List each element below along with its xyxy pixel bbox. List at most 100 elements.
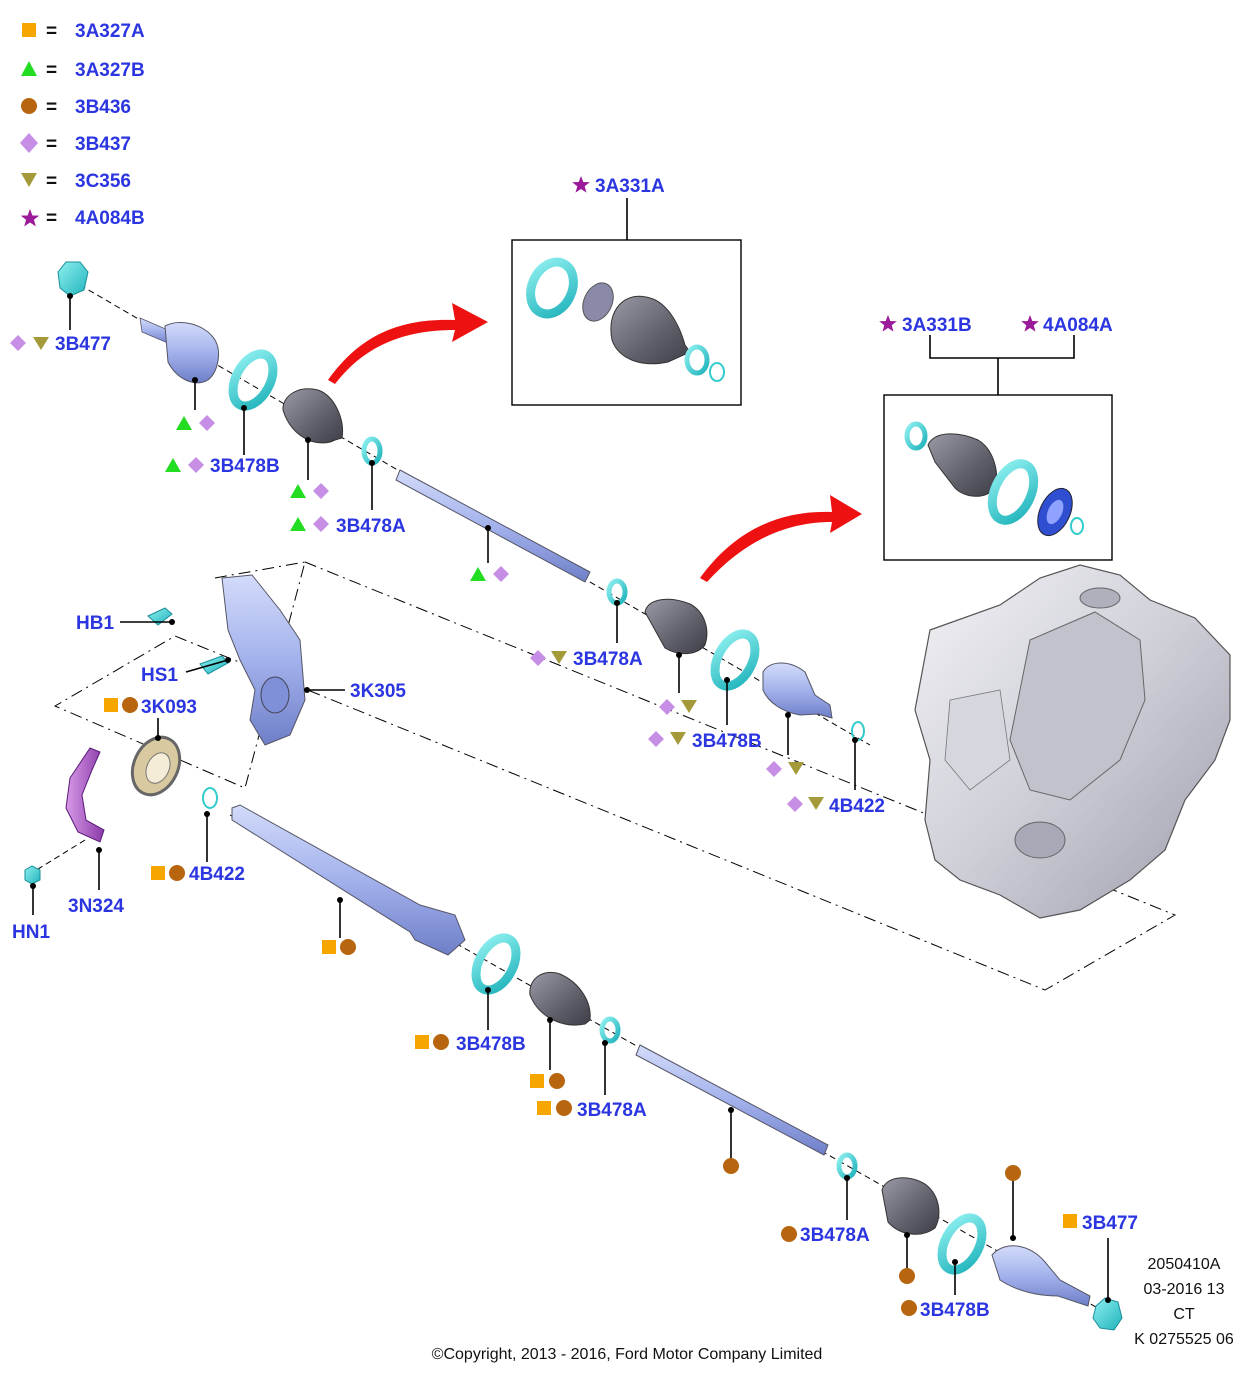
copyright-notice: ©Copyright, 2013 - 2016, Ford Motor Comp… xyxy=(432,1346,823,1363)
callout-3b478a-1: 3B478A xyxy=(336,516,406,537)
circle-icon xyxy=(899,1268,915,1284)
callout-3b478b-1: 3B478B xyxy=(210,456,280,477)
cv-boot-1 xyxy=(282,388,344,444)
drawing-number: 2050410A xyxy=(1148,1256,1221,1273)
legend-eq: = xyxy=(46,208,57,229)
drawing-reference: K 0275525 06 xyxy=(1134,1331,1234,1348)
diamond-icon xyxy=(313,516,329,532)
callout-3a331b: 3A331B xyxy=(902,315,972,336)
legend-star-icon xyxy=(20,209,40,227)
boot-clamp-1 xyxy=(361,436,383,466)
legend-circle-icon xyxy=(21,98,37,114)
retaining-strap xyxy=(65,747,105,843)
drawing-date: 03-2016 13 xyxy=(1144,1281,1225,1298)
lower-intermediate-shaft xyxy=(231,804,466,956)
square-icon xyxy=(1063,1214,1077,1228)
square-icon xyxy=(322,940,336,954)
callout-hb1: HB1 xyxy=(76,613,114,634)
callout-4b422-2: 4B422 xyxy=(189,864,245,885)
inset-boot xyxy=(927,433,997,497)
cv-nut-top xyxy=(57,261,89,297)
inset-ring xyxy=(526,257,578,319)
callout-3b477-top: 3B477 xyxy=(55,334,111,355)
circle-icon xyxy=(781,1226,797,1242)
inset-circlip xyxy=(1070,517,1084,535)
circle-icon xyxy=(549,1073,565,1089)
callout-3a331a: 3A331A xyxy=(595,176,665,197)
diamond-icon xyxy=(188,457,204,473)
bearing-bracket xyxy=(221,574,306,746)
legend-diamond-icon xyxy=(20,133,38,153)
triangle-up-icon xyxy=(165,458,181,472)
star-icon xyxy=(879,315,897,332)
boot-clamp-4 xyxy=(836,1152,858,1180)
triangle-up-icon xyxy=(290,517,306,531)
diamond-icon xyxy=(493,566,509,582)
triangle-down-icon xyxy=(808,797,824,810)
callout-3b478b-2: 3B478B xyxy=(692,731,762,752)
leader-lines xyxy=(30,293,1111,1303)
circle-icon xyxy=(1005,1165,1021,1181)
boot-ring-4 xyxy=(937,1213,987,1275)
diamond-icon xyxy=(787,796,803,812)
callout-3k093: 3K093 xyxy=(141,697,197,718)
triangle-down-icon xyxy=(670,732,686,745)
triangle-down-icon xyxy=(788,762,804,775)
square-icon xyxy=(415,1035,429,1049)
star-icon xyxy=(1021,315,1039,332)
star-icon xyxy=(572,176,590,193)
nut-hn1 xyxy=(24,865,41,885)
callout-hs1: HS1 xyxy=(141,665,178,686)
callout-3b477-bottom: 3B477 xyxy=(1082,1213,1138,1234)
lower-drive-shaft xyxy=(635,1044,829,1156)
red-arrow-icon xyxy=(700,495,862,582)
callout-hn1: HN1 xyxy=(12,922,50,943)
diamond-icon xyxy=(313,483,329,499)
diamond-icon xyxy=(659,699,675,715)
assembly-outline xyxy=(53,561,1177,991)
inset-clamp xyxy=(904,421,928,451)
legend: = 3A327A = 3A327B = 3B436 = 3B437 = 3C35… xyxy=(20,21,145,229)
boot-ring-3 xyxy=(471,933,521,995)
inset-ring xyxy=(987,459,1039,525)
triangle-down-icon xyxy=(681,700,697,713)
triangle-down-icon xyxy=(551,651,567,664)
boot-clamp-2 xyxy=(606,578,628,606)
upper-intermediate-shaft xyxy=(395,469,591,583)
square-icon xyxy=(151,866,165,880)
square-icon xyxy=(537,1101,551,1115)
circle-icon xyxy=(556,1100,572,1116)
triangle-down-icon xyxy=(33,337,49,350)
circle-icon xyxy=(901,1300,917,1316)
legend-eq: = xyxy=(46,21,57,42)
cv-boot-2 xyxy=(644,598,708,655)
callout-3n324: 3N324 xyxy=(68,896,124,917)
callout-4a084a: 4A084A xyxy=(1043,315,1113,336)
legend-code-3: 3B436 xyxy=(75,97,131,118)
legend-triangle-down-icon xyxy=(21,173,37,187)
legend-eq: = xyxy=(46,60,57,81)
legend-code-2: 3A327B xyxy=(75,60,145,81)
outer-cv-joint-lower xyxy=(991,1245,1091,1307)
inner-cv-joint xyxy=(762,662,833,719)
callout-3b478a-4: 3B478A xyxy=(800,1225,870,1246)
boot-ring-2 xyxy=(710,629,760,691)
diamond-icon xyxy=(648,731,664,747)
circle-icon xyxy=(433,1034,449,1050)
square-icon xyxy=(530,1074,544,1088)
inset-bushing xyxy=(582,282,614,322)
legend-triangle-up-icon xyxy=(21,61,37,76)
diamond-icon xyxy=(199,415,215,431)
circlip-2 xyxy=(202,787,218,809)
circle-icon xyxy=(723,1158,739,1174)
callout-4b422-1: 4B422 xyxy=(829,796,885,817)
cv-boot-3 xyxy=(529,972,591,1026)
cv-boot-4 xyxy=(881,1177,940,1235)
callout-3b478a-2: 3B478A xyxy=(573,649,643,670)
outer-cv-joint xyxy=(139,317,219,384)
callout-3b478b-4: 3B478B xyxy=(920,1300,990,1321)
legend-eq: = xyxy=(46,171,57,192)
triangle-up-icon xyxy=(470,567,486,581)
legend-square-icon xyxy=(22,23,36,37)
